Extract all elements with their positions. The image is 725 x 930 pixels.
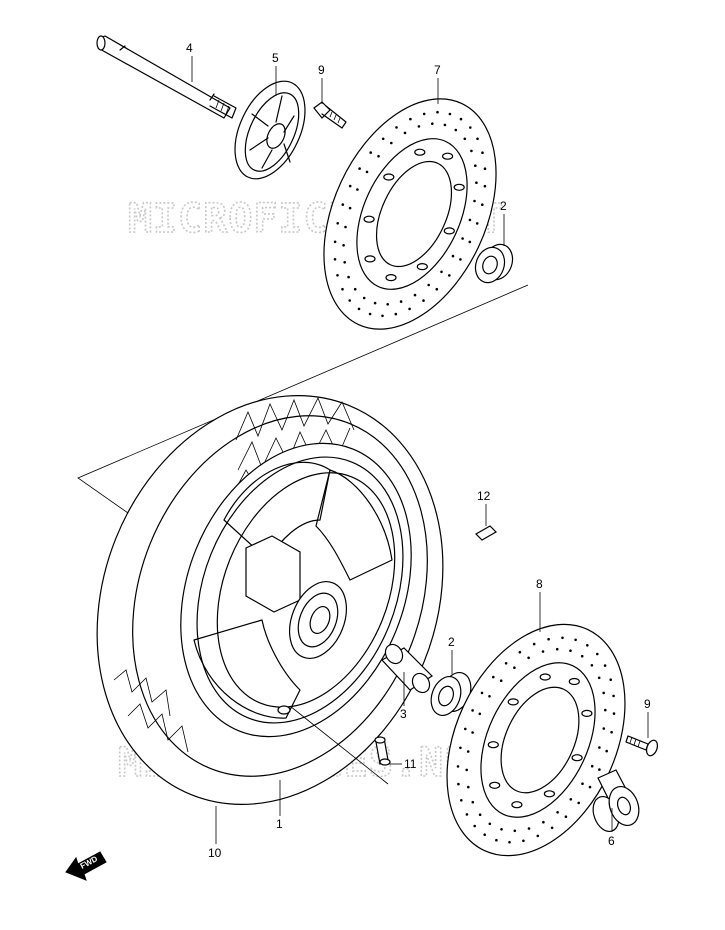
callout-4: 4 [186,41,193,55]
callout-11: 11 [404,757,417,771]
callout-1: 1 [276,817,283,831]
part-collar [592,769,640,833]
callout-2-bottom: 2 [448,635,455,649]
callout-6: 6 [608,834,615,848]
part-axle [96,35,237,119]
callout-12: 12 [477,489,491,503]
part-wheel-rim [180,442,412,738]
part-bolt-top [313,101,347,129]
callout-2-top: 2 [500,199,507,213]
part-hub-cover [234,80,306,180]
part-bearing-top [474,243,514,284]
fwd-arrow-icon: FWD [65,851,107,881]
part-brake-disc-lower [446,623,626,857]
callout-8: 8 [536,577,543,591]
callout-5: 5 [272,51,279,65]
part-brake-disc-upper [323,98,497,330]
callout-9-top: 9 [318,63,325,77]
callouts: 4 5 9 7 2 12 8 2 3 9 11 1 10 6 [186,41,651,860]
callout-7: 7 [434,63,441,77]
part-bolt-bottom [625,735,659,757]
part-spacer [381,643,433,694]
leader-lines [191,56,649,844]
callout-3: 3 [400,707,407,721]
part-valve [374,736,391,766]
callout-10: 10 [208,846,222,860]
part-clip [475,525,497,541]
callout-9-bottom: 9 [644,697,651,711]
